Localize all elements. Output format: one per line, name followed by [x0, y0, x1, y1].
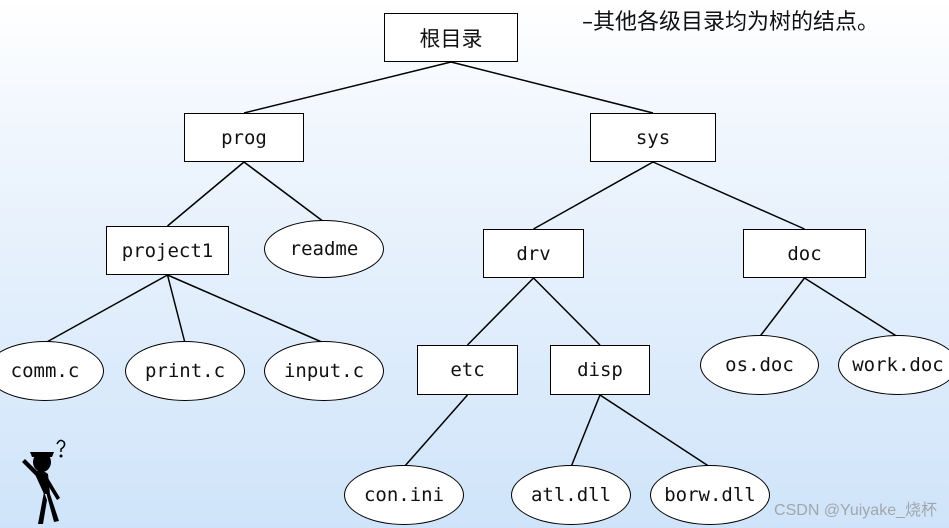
node-disp: disp: [550, 345, 650, 395]
caption-text: –其他各级目录均为树的结点。: [582, 10, 880, 35]
node-drv: drv: [483, 229, 584, 278]
edge-project1-comm_c: [44, 274, 168, 344]
node-project1: project1: [106, 226, 229, 275]
thinking-person-icon: [22, 439, 66, 524]
node-input-c: input.c: [264, 341, 384, 401]
node-borw-dll: borw.dll: [650, 465, 770, 525]
edge-etc-con_ini: [403, 394, 469, 468]
node-readme: readme: [264, 220, 384, 278]
node-work-doc: work.doc: [838, 335, 949, 395]
node-root: 根目录: [384, 13, 518, 62]
node-print-c: print.c: [125, 341, 245, 401]
edge-root-sys: [450, 61, 654, 114]
edge-project1-print_c: [166, 274, 186, 344]
edge-prog-readme: [243, 161, 325, 223]
node-os-doc: os.doc: [700, 335, 819, 395]
node-comm-c: comm.c: [0, 341, 104, 401]
node-doc: doc: [743, 229, 866, 278]
edge-sys-doc: [652, 161, 805, 230]
edge-project1-input_c: [167, 274, 325, 344]
edge-drv-disp: [532, 277, 601, 346]
node-sys: sys: [590, 113, 716, 162]
node-atl-dll: atl.dll: [511, 465, 631, 525]
edge-sys-drv: [533, 161, 654, 230]
edge-root-prog: [243, 61, 452, 114]
edge-doc-os_doc: [758, 277, 806, 338]
edge-prog-project1: [167, 161, 245, 227]
edge-doc-work_doc: [804, 277, 899, 338]
node-con-ini: con.ini: [344, 465, 464, 525]
node-prog: prog: [184, 113, 304, 162]
edge-disp-atl_dll: [570, 394, 601, 468]
edge-drv-etc: [466, 277, 535, 346]
watermark: CSDN @Yuiyake_烧杯: [774, 502, 937, 519]
edge-disp-borw_dll: [599, 394, 711, 468]
node-etc: etc: [417, 345, 518, 395]
